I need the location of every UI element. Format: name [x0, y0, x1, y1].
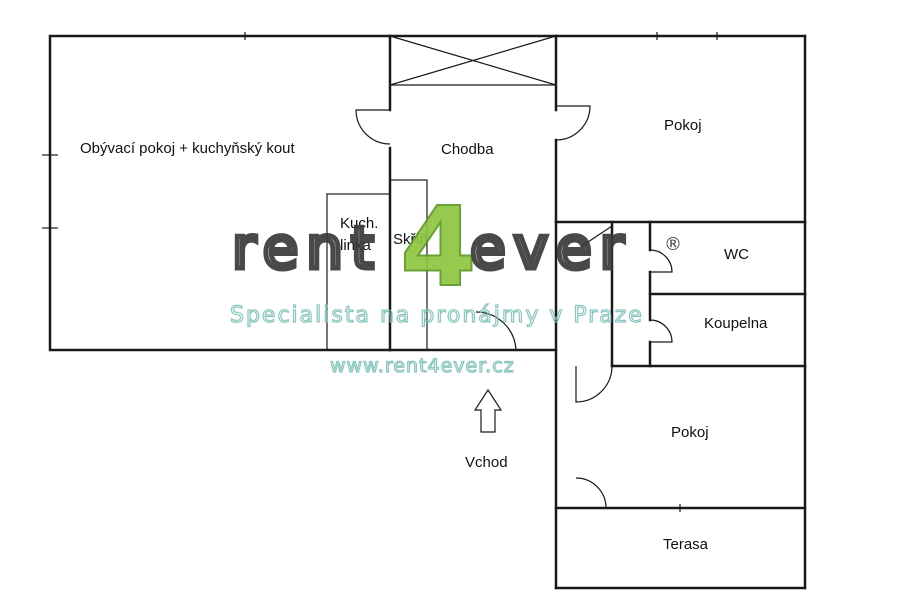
bathroom-label: Koupelna	[704, 315, 768, 332]
watermark-tagline: Specialista na pronájmy v Praze	[230, 303, 644, 328]
hall-label: Chodba	[441, 141, 494, 158]
terrace-label: Terasa	[663, 536, 709, 553]
kitchen-label-line2: linka	[340, 237, 372, 254]
entrance-label: Vchod	[465, 454, 508, 471]
room-bottom-label: Pokoj	[671, 424, 709, 441]
watermark-brand-left: rent	[232, 214, 382, 282]
wc-label: WC	[724, 246, 749, 263]
watermark-brand-digit: 4	[400, 183, 477, 311]
watermark-brand-right: ever	[470, 214, 632, 282]
wardrobe-label: Skříň	[393, 231, 428, 248]
room-top-label: Pokoj	[664, 117, 702, 134]
kitchen-label-line1: Kuch.	[340, 215, 378, 232]
living-room-label: Obývací pokoj + kuchyňský kout	[80, 140, 296, 157]
watermark-url: www.rent4ever.cz	[330, 355, 515, 377]
entrance-arrow-icon	[473, 388, 503, 433]
right-wing-door-arcs	[475, 225, 673, 509]
watermark-logo: rent 4 ever ® Specialista na pronájmy v …	[229, 182, 682, 378]
watermark-registered: ®	[664, 234, 682, 255]
hall-door-arcs	[355, 105, 591, 145]
kitchen-wardrobe-boxes	[326, 179, 428, 351]
living-room-walls	[42, 32, 392, 352]
